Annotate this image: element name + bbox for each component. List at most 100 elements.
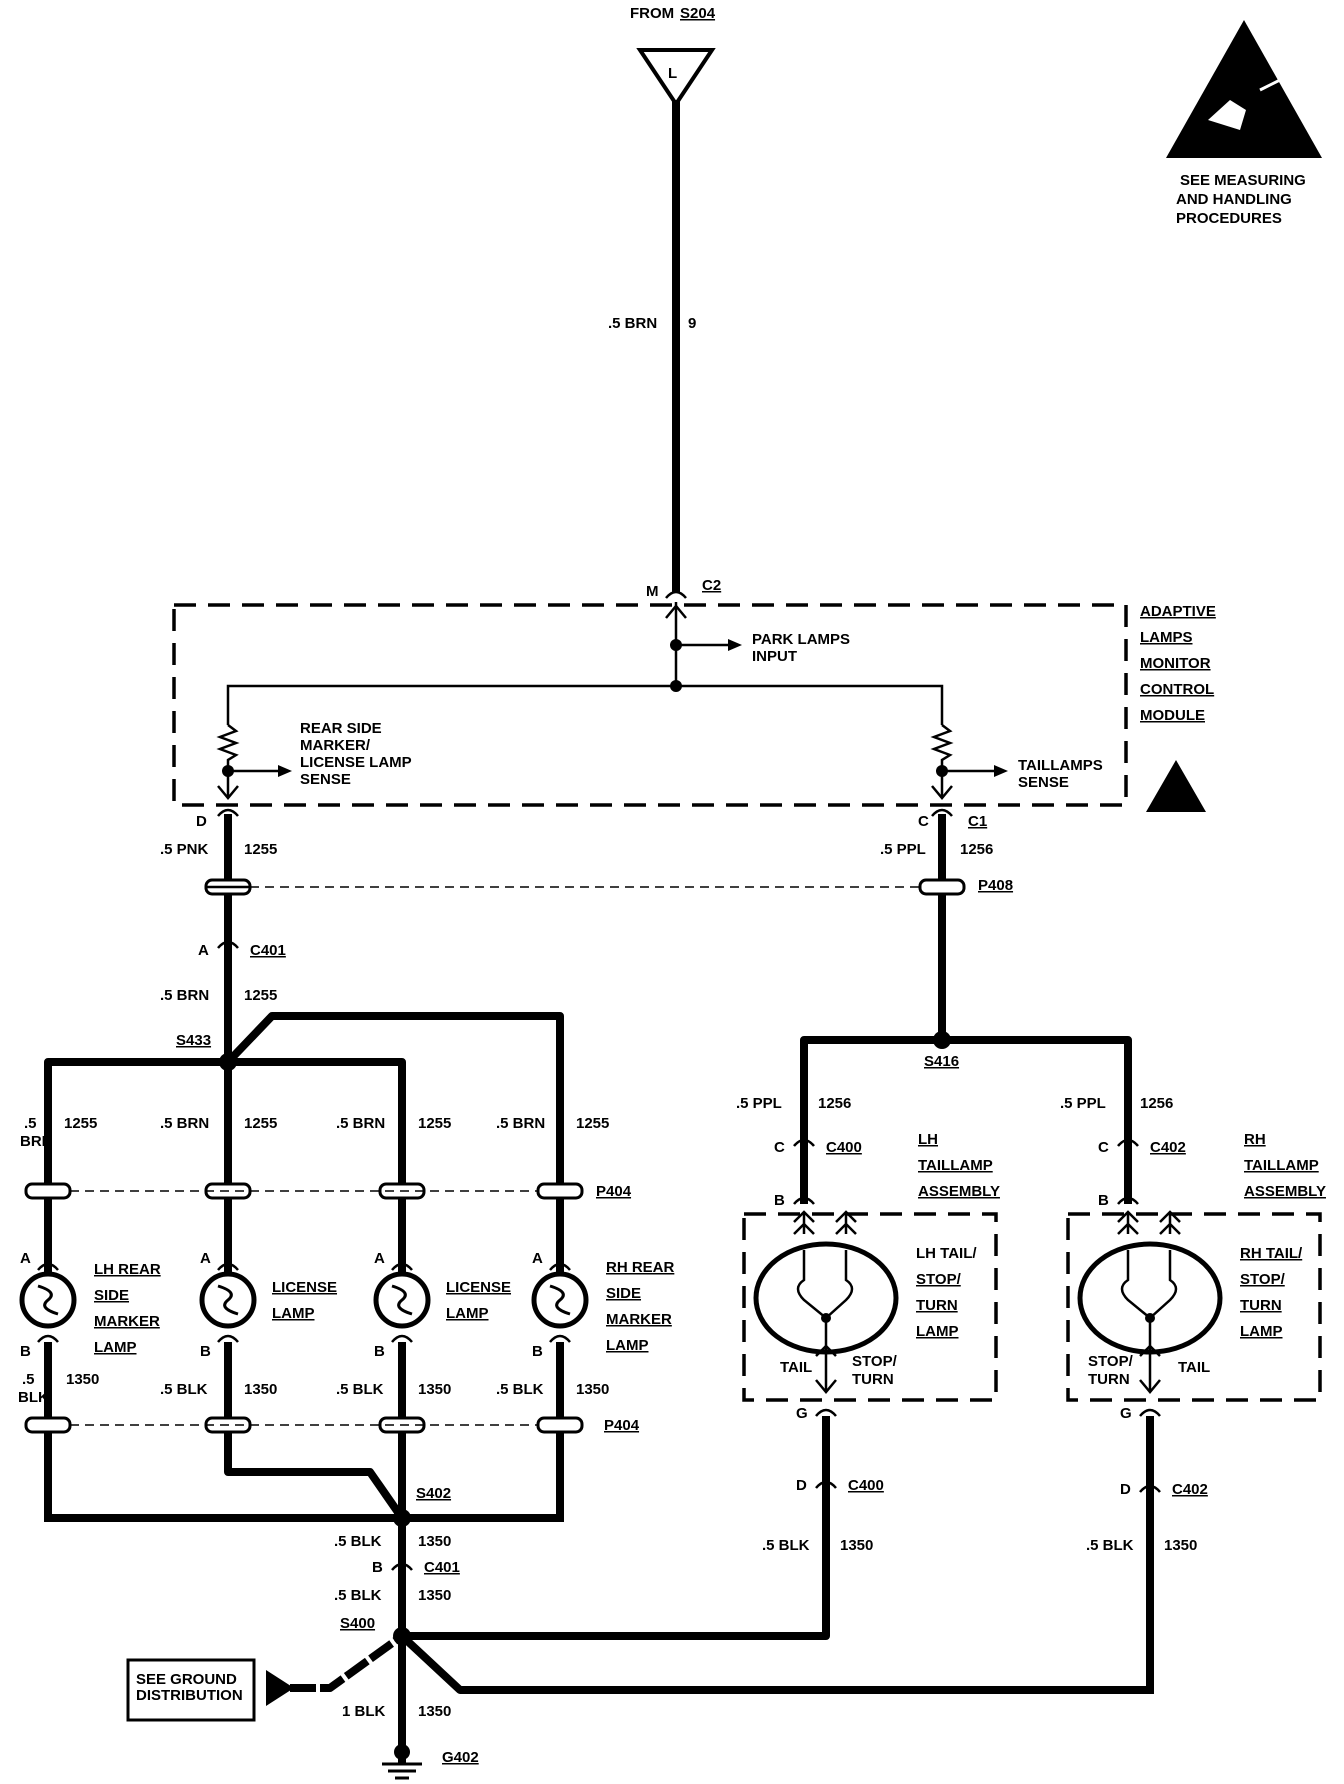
module-esd-icon [1146,760,1206,812]
b1-gauge-a: .5 [24,1115,37,1132]
lh-pin-g: G [796,1405,808,1422]
rh-tail-assembly-box [1066,1212,1322,1402]
ll-conn: C401 [424,1559,460,1576]
tail-sense-resistor [930,724,954,771]
ground-box-line1: SEE GROUND [136,1671,237,1688]
ground-symbol-icon [382,1744,422,1780]
ll-gauge2: .5 BLK [334,1587,382,1604]
lh-lamp-3: TURN [916,1297,958,1314]
g-bus-license [224,1464,408,1524]
rh-stop-2: TURN [1088,1371,1130,1388]
left-gauge2: .5 BRN [160,987,209,1004]
lamp3-pin-a: A [374,1250,385,1267]
ll-gauge3: 1 BLK [342,1703,386,1720]
license-lamp-1 [199,1262,257,1344]
lamp4-pin-a: A [532,1250,543,1267]
lh-tail-lamp-bulb [753,1210,899,1394]
lh-circuit: 1256 [818,1095,851,1112]
module-internal-bus [226,684,944,725]
feed-gauge: .5 BRN [608,315,657,332]
b4-circuit: 1255 [576,1115,609,1132]
rh-pin-g-connector [1138,1408,1162,1418]
rh-tail-lamp-bulb [1077,1210,1223,1394]
ground-distribution-box[interactable] [126,1658,256,1722]
module-name-4: CONTROL [1140,681,1214,698]
lh-assembly-1: LH [918,1131,938,1148]
splice-s433: S433 [176,1032,211,1049]
lh-conn2: C400 [848,1477,884,1494]
b3-circuit: 1255 [418,1115,451,1132]
rh-gauge: .5 PPL [1060,1095,1106,1112]
pin-c-arrow [931,785,953,800]
lamp1-name-1: LH REAR [94,1261,161,1278]
rh-pin-d: D [1120,1481,1131,1498]
splice-s402: S402 [416,1485,451,1502]
rh-assembly-3: ASSEMBLY [1244,1183,1326,1200]
esd-line1: SEE MEASURING [1180,172,1306,189]
rh-conn: C402 [1150,1139,1186,1156]
c2-connector [664,590,688,600]
left-conn-c401: C401 [250,942,286,959]
lh-assembly-3: ASSEMBLY [918,1183,1000,1200]
g1-circuit: 1350 [66,1371,99,1388]
right-gauge: .5 PPL [880,841,926,858]
left-circuit2: 1255 [244,987,277,1004]
b2-gauge: .5 BRN [160,1115,209,1132]
ground-box-arrow [266,1670,294,1706]
lamp4-name-2: SIDE [606,1285,641,1302]
branch-lh-marker [44,1058,232,1304]
ground-box-line2: DISTRIBUTION [136,1687,243,1704]
lh-pin-b: B [774,1192,785,1209]
module-name-1: ADAPTIVE [1140,603,1216,620]
conn-c2: C2 [702,577,721,594]
rh-tail-label: TAIL [1178,1359,1210,1376]
rh-ground-return [396,1630,1154,1694]
esd-line3: PROCEDURES [1176,210,1282,227]
module-name-5: MODULE [1140,707,1205,724]
rear-sense-resistor [216,724,240,771]
esd-line2: AND HANDLING [1176,191,1292,208]
lamp1-pin-a: A [20,1250,31,1267]
g4-gauge: .5 BLK [496,1381,544,1398]
pin-d: D [196,813,207,830]
rh-assembly-1: RH [1244,1131,1266,1148]
tail-sense-2: SENSE [1018,774,1069,791]
terminal-l-triangle [636,48,716,108]
lamp4-name-4: LAMP [606,1337,649,1354]
from-ref: S204 [680,5,716,22]
rh-lamp-1: RH TAIL/ [1240,1245,1303,1262]
branch-lh-tail [800,1036,946,1204]
lh-rear-side-marker-lamp [19,1262,77,1344]
pin-d-arrow [217,785,239,800]
lamp1-name-2: SIDE [94,1287,129,1304]
tail-sense-1: TAILLAMPS [1018,757,1103,774]
p404-bottom-label: P404 [604,1417,640,1434]
ll-circuit2: 1350 [418,1587,451,1604]
lh-pin-d: D [796,1477,807,1494]
ground-dist-dashed-wire [290,1630,408,1692]
lh-ground-return [398,1616,830,1640]
lamp1-pin-b: B [20,1343,31,1360]
lamp2-name-2: LAMP [272,1305,315,1322]
b1-gauge-b: BRN [20,1133,53,1150]
tail-sense-arrow [994,765,1008,777]
rh-circuit2: 1350 [1164,1537,1197,1554]
lh-circuit2: 1350 [840,1537,873,1554]
g3-circuit: 1350 [418,1381,451,1398]
rh-assembly-2: TAILLAMP [1244,1157,1319,1174]
lamp2-name-1: LICENSE [272,1279,337,1296]
g2-gauge: .5 BLK [160,1381,208,1398]
rh-circuit: 1256 [1140,1095,1173,1112]
rear-sense-3: LICENSE LAMP [300,754,412,771]
rh-pin-b: B [1098,1192,1109,1209]
lh-conn: C400 [826,1139,862,1156]
rear-sense-2: MARKER/ [300,737,371,754]
lh-stop-1: STOP/ [852,1353,898,1370]
rh-lamp-3: TURN [1240,1297,1282,1314]
g1-gauge-a: .5 [22,1371,35,1388]
rh-rear-side-marker-lamp [531,1262,589,1344]
license-lamp-2 [373,1262,431,1344]
left-circuit: 1255 [244,841,277,858]
ll-circuit3: 1350 [418,1703,451,1720]
